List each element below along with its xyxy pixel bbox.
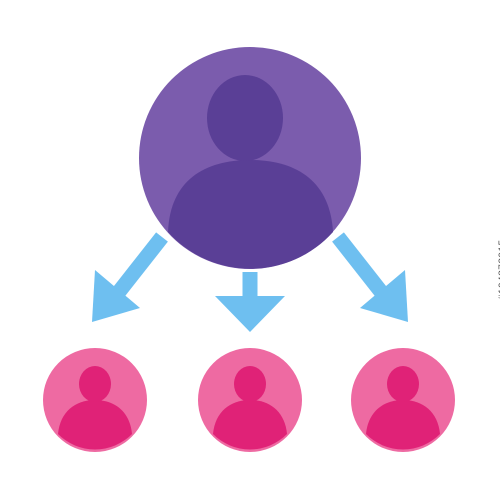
manager-person-head: [207, 75, 283, 161]
manager-person-body: [168, 160, 333, 269]
arrow-down-right-icon: [332, 232, 408, 322]
arrow-down-icon: [215, 272, 285, 332]
member-user-icon-right: [351, 348, 455, 452]
manager-user-icon: [139, 47, 361, 269]
arrow-down-left-icon: [92, 232, 168, 322]
member-user-icon-left: [43, 348, 147, 452]
member-user-icon-center: [198, 348, 302, 452]
